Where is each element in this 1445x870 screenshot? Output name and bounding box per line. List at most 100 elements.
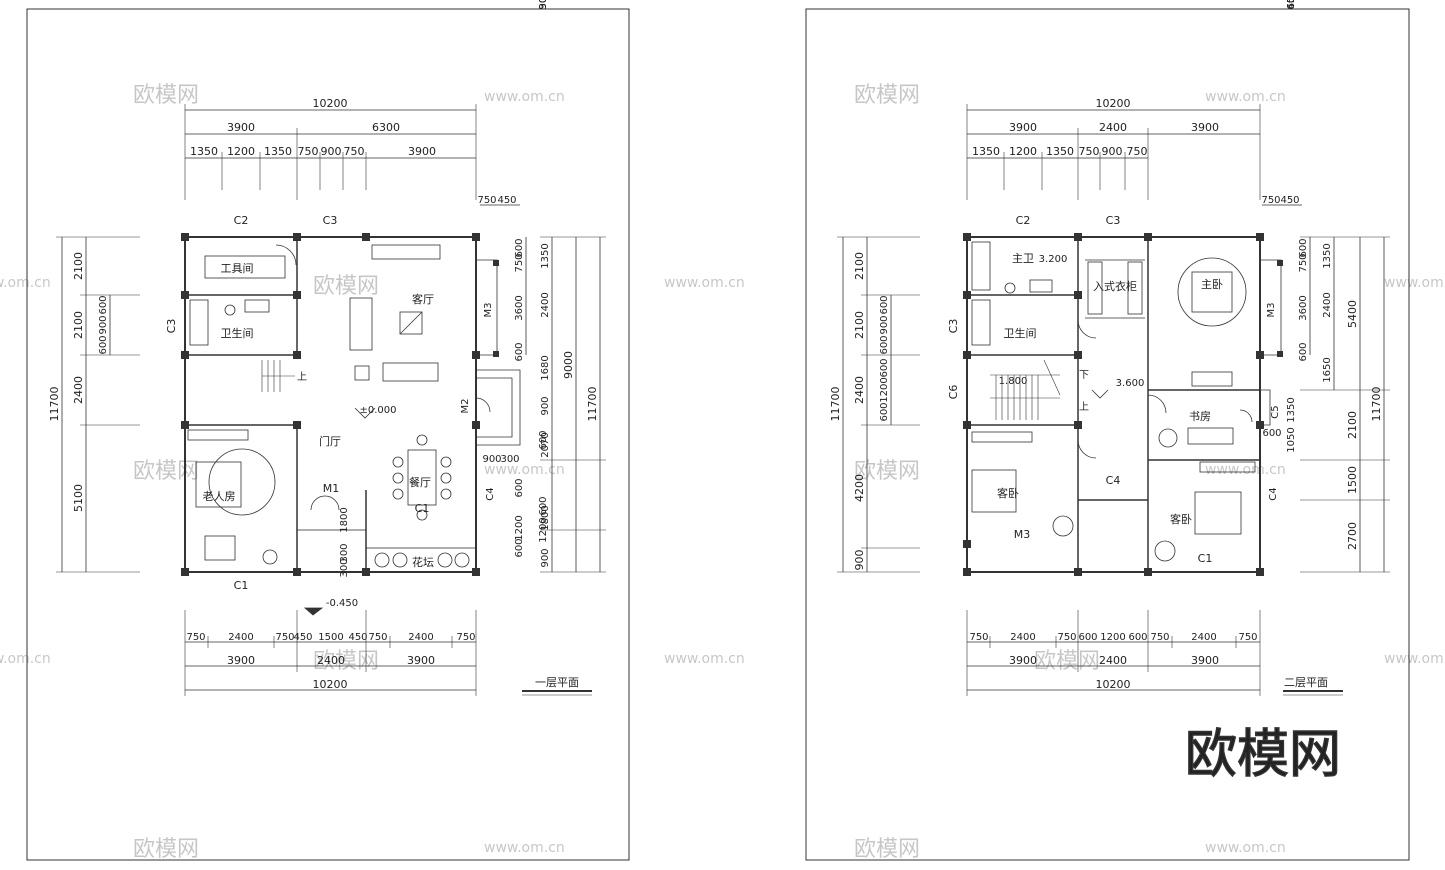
dimension-label: 1350 — [1322, 243, 1333, 268]
dimension-label: 900 — [321, 145, 342, 158]
watermark-url: www.om.cn — [664, 275, 745, 291]
dimension-label: 450 — [348, 632, 367, 643]
door-label: M3 — [1014, 528, 1031, 541]
dimension-label: 750 — [1127, 145, 1148, 158]
dimension-label: 600 — [879, 402, 890, 421]
dimension-label: 750 — [1238, 632, 1257, 643]
window-label: M3 — [1266, 303, 1277, 318]
watermark-brand: 欧模网 — [854, 459, 920, 484]
watermark-url: www.om.cn — [0, 651, 51, 667]
sheet-frame-left — [26, 8, 630, 861]
dimension-label: 2400 — [1099, 654, 1127, 667]
dimension-label: 450 — [1286, 0, 1297, 10]
dimension-label: 3900 — [408, 145, 436, 158]
dimension-label: 2100 — [72, 252, 85, 280]
dimension-label: 600 — [98, 295, 109, 314]
dimension-label: 2100 — [72, 311, 85, 339]
dimension-label: 2400 — [72, 376, 85, 404]
dimension-label: 3900 — [227, 121, 255, 134]
watermark-brand: 欧模网 — [133, 837, 199, 862]
stair-note: 下 — [1079, 370, 1089, 381]
dimension-label: 600 — [1286, 0, 1297, 10]
dimension-label: 1500 — [1346, 466, 1359, 494]
dimension-label: 900 — [98, 315, 109, 334]
watermark-brand: 欧模网 — [854, 837, 920, 862]
dimension-label: 600 — [514, 538, 525, 557]
dimension-label: 600 — [1078, 632, 1097, 643]
dimension-label: 6300 — [372, 121, 400, 134]
dimension-label: 900 — [879, 315, 890, 334]
dimension-label: 450 — [293, 632, 312, 643]
dimension-label: 750 — [514, 253, 525, 272]
stair-note: 上 — [1079, 401, 1089, 413]
watermark-url: www.om.cn — [1205, 89, 1286, 105]
dimension-label: 1200 — [538, 517, 549, 542]
dimension-label: 750 — [1298, 253, 1309, 272]
dimension-label: 1650 — [1322, 357, 1333, 382]
dimension-label: 600 — [538, 496, 549, 515]
stair-note: 上 — [297, 371, 307, 383]
dimension-label: 750 — [456, 632, 475, 643]
dimension-label: 5100 — [72, 484, 85, 512]
dimension-label: 750 — [344, 145, 365, 158]
dimension-label: 1680 — [540, 355, 551, 380]
dimension-label: 600 — [514, 238, 525, 257]
dimension-label: 900 — [482, 454, 501, 465]
dimension-label: 900 — [853, 550, 866, 571]
floor-plan-2 — [837, 104, 1390, 696]
room-label: 卫生间 — [1004, 326, 1037, 340]
dimension-label: 3900 — [1009, 654, 1037, 667]
level-label: 3.600 — [1116, 378, 1145, 389]
dimension-label: 900 — [538, 0, 549, 10]
dimension-label: 2400 — [228, 632, 253, 643]
dimension-label: 600 — [879, 335, 890, 354]
dimension-label: 900 — [1102, 145, 1123, 158]
dimension-label: 300 — [339, 543, 350, 562]
dimension-label: 10200 — [313, 678, 348, 691]
window-label: C5 — [1270, 405, 1281, 418]
plan-title: 二层平面 — [1284, 676, 1328, 689]
window-label: C2 — [1016, 214, 1031, 227]
watermark-url: www.om.cn — [484, 462, 565, 478]
dimension-label: 5400 — [1346, 300, 1359, 328]
dimension-label: 450 — [497, 195, 516, 206]
level-label: -0.450 — [326, 598, 358, 609]
room-label: 客厅 — [412, 292, 434, 306]
room-label: 客卧 — [1170, 512, 1192, 526]
watermark-brand: 欧模网 — [313, 274, 379, 299]
dimension-label: 1800 — [540, 505, 551, 530]
window-label: M3 — [483, 303, 494, 318]
room-label: 主卫 — [1012, 252, 1034, 265]
dimension-label: 2400 — [408, 632, 433, 643]
dimension-label: 1200 — [879, 377, 890, 402]
dimension-label: 750 — [368, 632, 387, 643]
dimension-label: 3900 — [227, 654, 255, 667]
dimension-label: 1350 — [190, 145, 218, 158]
room-label: 主卧 — [1201, 278, 1223, 291]
dimension-label: 2100 — [853, 311, 866, 339]
level-label: ±0.000 — [359, 405, 396, 416]
room-label: 书房 — [1189, 410, 1211, 423]
dimension-label: 600 — [514, 342, 525, 361]
door-label: M2 — [460, 399, 471, 414]
dimension-label: 750 — [275, 632, 294, 643]
dimension-label: 300 — [339, 558, 350, 577]
watermark-url: www.om.cn — [1384, 651, 1445, 667]
brand-logo: 欧模网 — [1185, 725, 1341, 785]
dimension-label: 11700 — [586, 387, 599, 422]
dimension-label: 750 — [477, 195, 496, 206]
dimension-label: 11700 — [48, 387, 61, 422]
dimension-label: 10200 — [313, 97, 348, 110]
watermark-url: www.om.cn — [1384, 275, 1445, 291]
window-label: C6 — [947, 385, 960, 400]
dimension-label: 300 — [500, 454, 519, 465]
dimension-label: 3900 — [407, 654, 435, 667]
dimension-label: 750 — [1079, 145, 1100, 158]
dimension-label: 1200 — [227, 145, 255, 158]
watermark-url: www.om.cn — [664, 651, 745, 667]
window-label: C1 — [234, 579, 249, 592]
level-label: 3.200 — [1039, 254, 1068, 265]
dimension-label: 10200 — [1096, 97, 1131, 110]
room-label: 门厅 — [319, 434, 341, 448]
